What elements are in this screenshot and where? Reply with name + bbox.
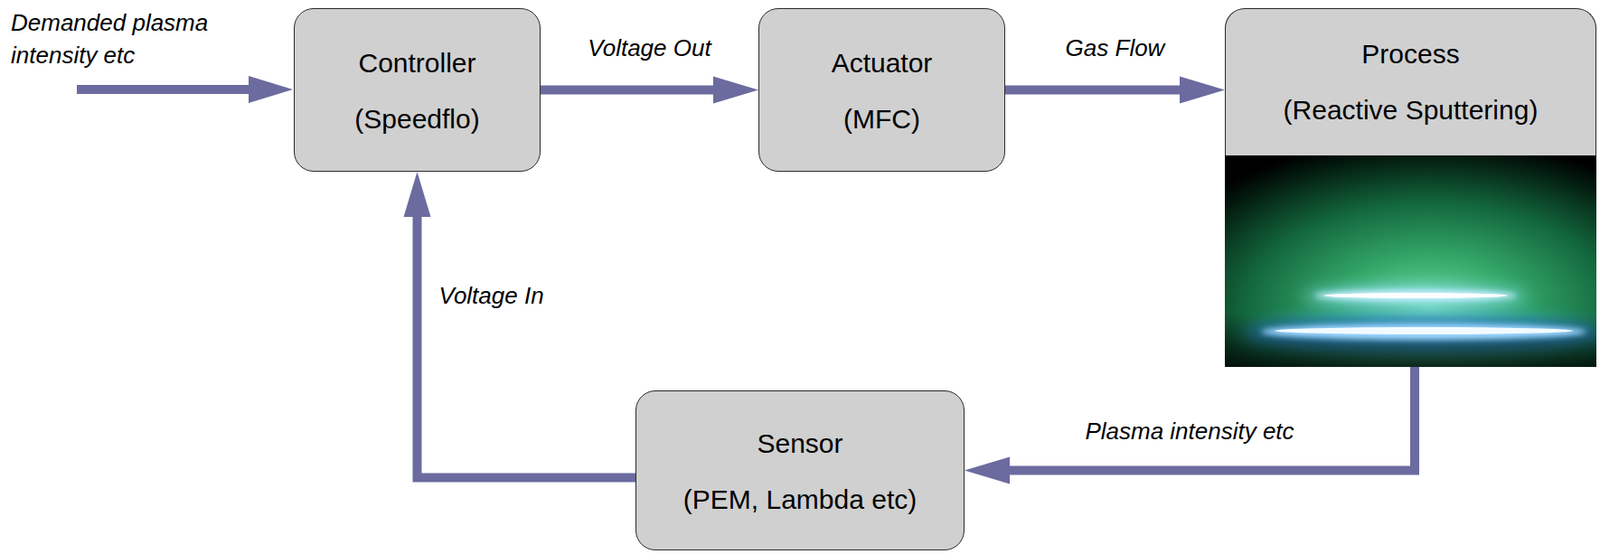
input-arrow — [76, 75, 293, 104]
signal-label: Plasma intensity etc — [1084, 414, 1294, 448]
connector — [1005, 76, 1225, 104]
plasma-ring — [1314, 290, 1517, 302]
plasma-ring — [1323, 292, 1508, 299]
text-column: Controller (Speedflo) — [294, 9, 540, 173]
node-subtitle: (Reactive Sputtering) — [1283, 92, 1539, 129]
arrow-head — [964, 457, 1010, 485]
controller-box: Controller (Speedflo) — [293, 8, 541, 172]
process-box: Process (Reactive Sputtering) — [1224, 8, 1597, 368]
connector — [540, 76, 759, 104]
arrow-head — [1179, 76, 1225, 104]
connector-line — [417, 215, 637, 479]
connector-line — [1007, 367, 1415, 471]
photo-ground — [1224, 155, 1597, 368]
arrow-head — [713, 76, 759, 104]
input-line — [76, 84, 250, 95]
plasma-ring — [1274, 327, 1573, 335]
node-subtitle: (PEM, Lambda etc) — [683, 481, 917, 518]
sensor-box: Sensor (PEM, Lambda etc) — [635, 390, 965, 551]
node-title: Actuator — [831, 45, 933, 82]
node-subtitle: (MFC) — [843, 101, 921, 138]
connector-line — [1005, 85, 1182, 95]
connector-line — [540, 85, 716, 95]
box-header — [1224, 8, 1597, 156]
node-title: Sensor — [756, 425, 843, 462]
text-column: Process (Reactive Sputtering) — [1224, 8, 1597, 156]
plasma-ring — [1261, 323, 1587, 340]
text-column: Sensor (PEM, Lambda etc) — [636, 391, 964, 552]
arrow-head — [404, 171, 432, 217]
connector — [964, 367, 1415, 485]
node-title: Controller — [357, 45, 476, 82]
text-column: Actuator (MFC) — [759, 9, 1005, 173]
signal-label: Gas Flow — [1065, 31, 1166, 65]
arrow-head — [248, 75, 293, 104]
node-subtitle: (Speedflo) — [354, 101, 480, 138]
signal-label: Voltage In — [439, 279, 545, 312]
actuator-box: Actuator (MFC) — [758, 8, 1006, 172]
signal-label: Voltage Out — [587, 31, 711, 65]
input-label: Demanded plasma intensity etc — [10, 6, 255, 72]
node-title: Process — [1361, 36, 1459, 73]
connector — [404, 171, 637, 479]
plasma-photo — [1224, 155, 1597, 368]
photo-shade — [1224, 155, 1597, 368]
